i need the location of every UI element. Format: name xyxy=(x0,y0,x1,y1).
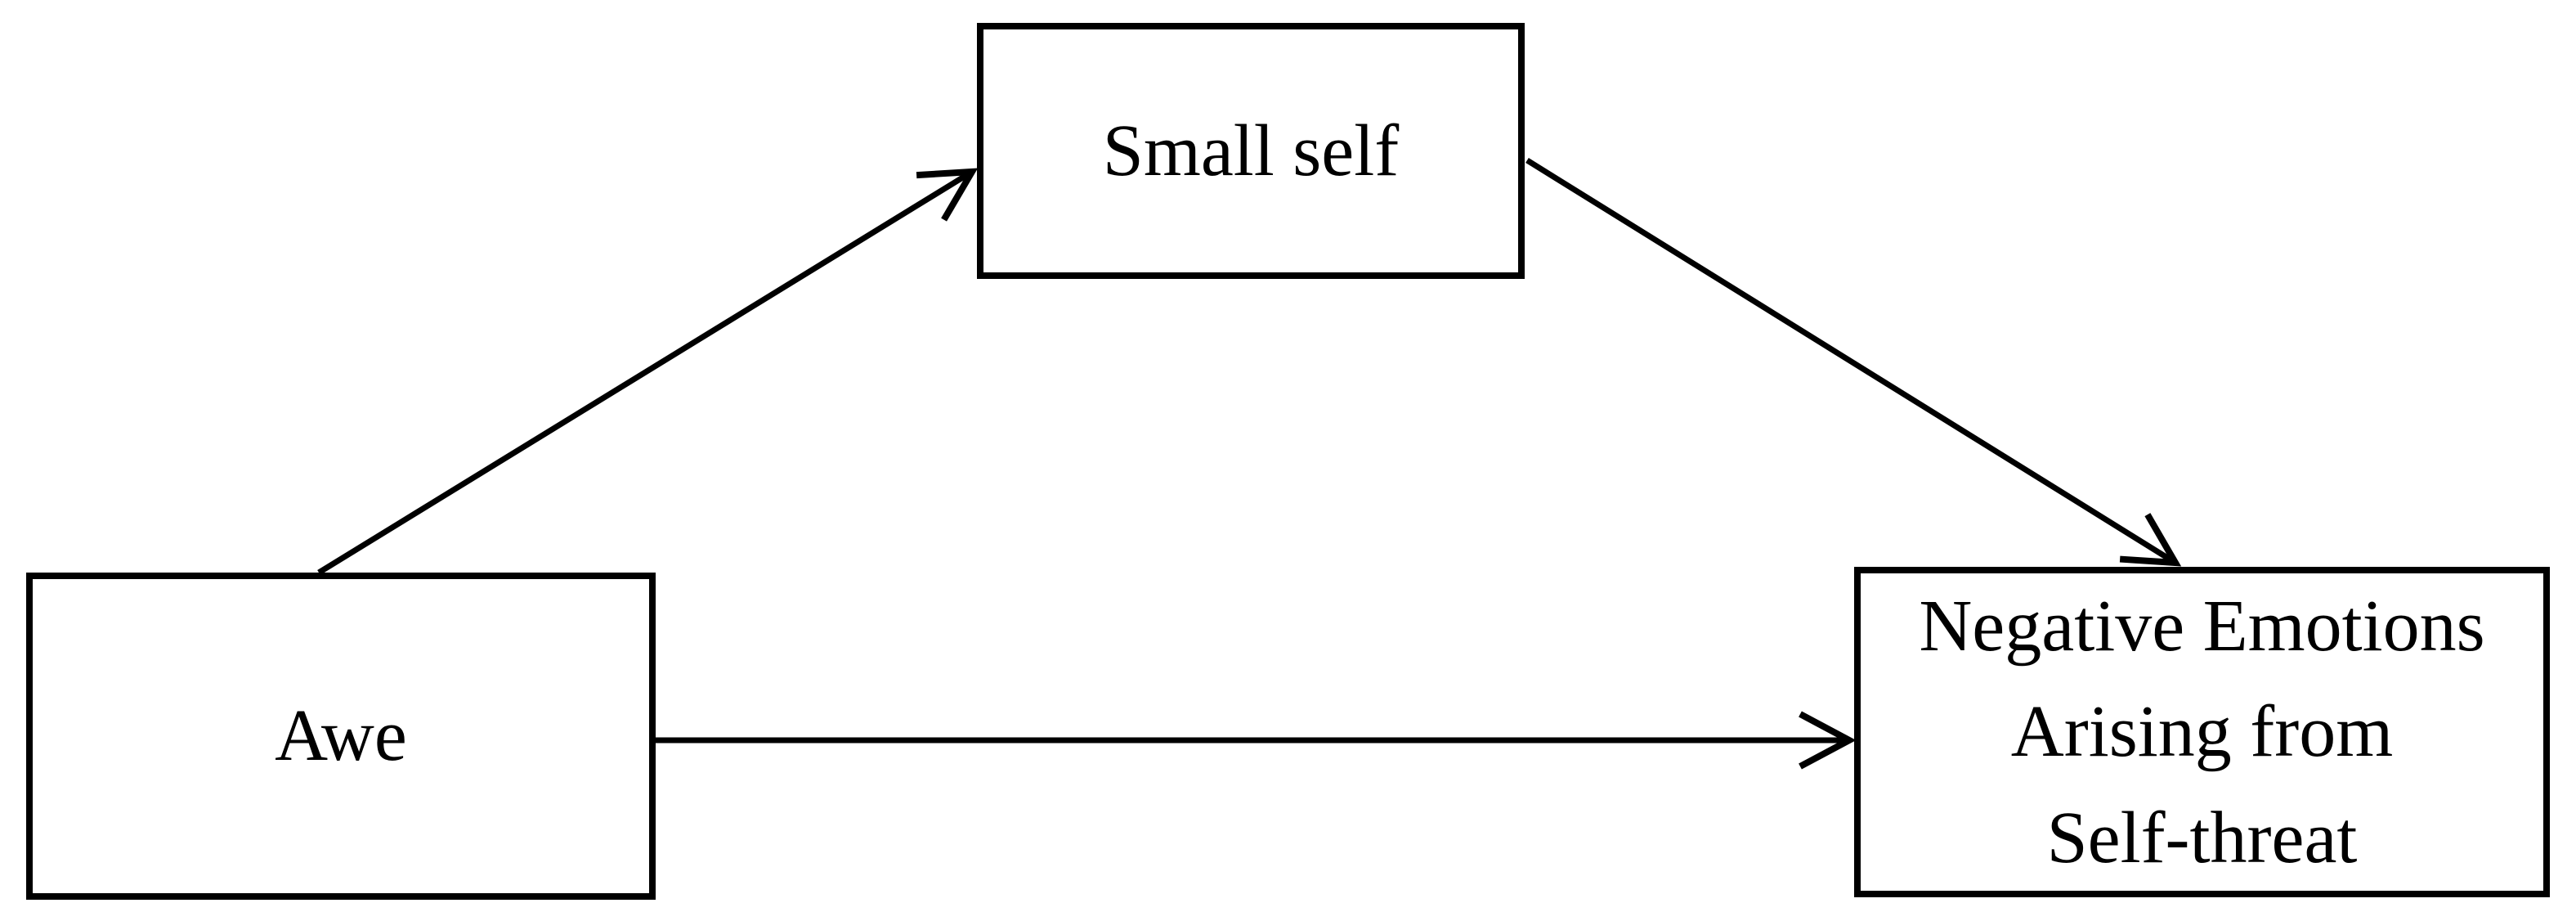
arrow-awe-to-small-self xyxy=(317,168,979,575)
node-negative-emotions-label: Negative Emotions Arising from Self-thre… xyxy=(1919,585,2485,878)
node-negative-emotions: Negative Emotions Arising from Self-thre… xyxy=(1854,567,2550,897)
arrow-small-self-to-negative-emotions xyxy=(1525,158,2182,567)
node-small-self: Small self xyxy=(977,23,1525,279)
node-awe: Awe xyxy=(26,573,656,900)
node-small-self-label: Small self xyxy=(1102,110,1400,191)
node-awe-label: Awe xyxy=(275,695,407,777)
